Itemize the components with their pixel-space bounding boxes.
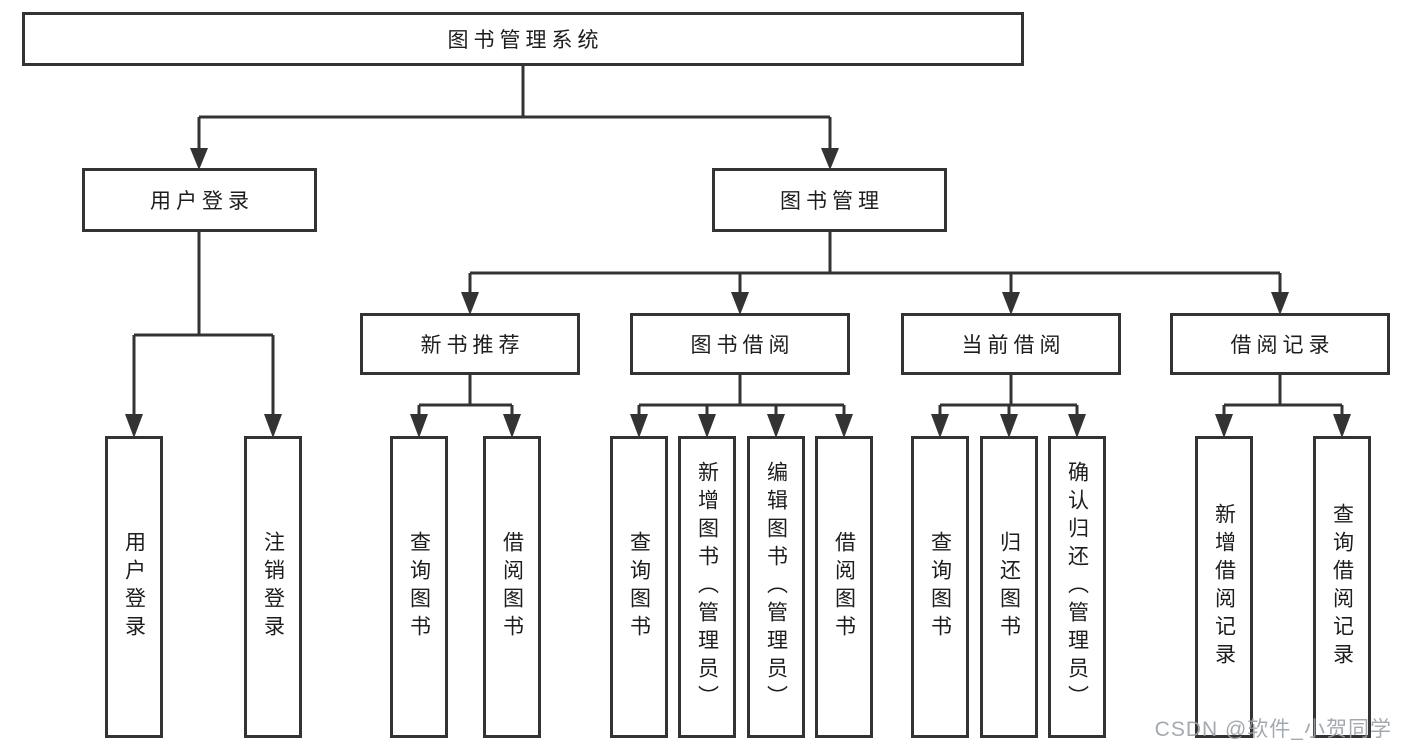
leaf-label: 查询图书 xyxy=(627,531,651,643)
arrowhead xyxy=(698,414,716,438)
arrowhead xyxy=(1215,414,1233,438)
leaf-label: 编辑图书（管理员） xyxy=(764,461,788,713)
node-label: 图书借阅 xyxy=(690,334,795,357)
arrowhead xyxy=(1002,292,1020,315)
node-label: 用户登录 xyxy=(150,190,254,213)
arrowhead xyxy=(1271,292,1289,315)
connector-user-login-children xyxy=(125,232,282,438)
leaf-label: 新增借阅记录 xyxy=(1212,503,1236,671)
csdn-watermark: CSDN @软件_小贺同学 xyxy=(1154,718,1392,741)
arrowhead xyxy=(767,414,785,438)
node-label: 新书推荐 xyxy=(420,334,525,357)
leaf-label: 查询图书 xyxy=(407,531,431,643)
node-label: 当前借阅 xyxy=(961,334,1066,357)
arrowhead xyxy=(190,148,208,170)
node-book-borrowing: 图书借阅 xyxy=(630,313,850,375)
arrowhead xyxy=(1068,414,1086,438)
leaf-user-login: 用户登录 xyxy=(105,436,163,738)
leaf-query-borrow-record: 查询借阅记录 xyxy=(1313,436,1371,738)
node-current-borrowing: 当前借阅 xyxy=(901,313,1121,375)
arrowhead xyxy=(264,414,282,438)
leaf-borrow-books: 借阅图书 xyxy=(815,436,873,738)
connector-book-management-children xyxy=(461,232,1289,315)
leaf-label: 查询借阅记录 xyxy=(1330,503,1354,671)
leaf-query-books-recommend: 查询图书 xyxy=(390,436,448,738)
connector-book-borrow-children xyxy=(630,375,853,438)
node-label: 图书管理 xyxy=(780,190,884,213)
arrowhead xyxy=(503,414,521,438)
leaf-add-borrow-record: 新增借阅记录 xyxy=(1195,436,1253,738)
node-user-login: 用户登录 xyxy=(82,168,317,232)
leaf-label: 注销登录 xyxy=(261,531,285,643)
leaf-label: 用户登录 xyxy=(122,531,146,643)
node-new-book-recommendation: 新书推荐 xyxy=(360,313,580,375)
arrowhead xyxy=(1000,414,1018,438)
arrowhead xyxy=(1333,414,1351,438)
leaf-label: 借阅图书 xyxy=(500,531,524,643)
arrowhead xyxy=(931,414,949,438)
node-label: 借阅记录 xyxy=(1230,334,1335,357)
arrowhead xyxy=(835,414,853,438)
leaf-label: 新增图书（管理员） xyxy=(695,461,719,713)
connector-borrow-record-children xyxy=(1215,375,1351,438)
leaf-label: 归还图书 xyxy=(997,531,1021,643)
leaf-borrow-books-recommend: 借阅图书 xyxy=(483,436,541,738)
arrowhead xyxy=(731,292,749,315)
connector-current-borrow-children xyxy=(931,375,1086,438)
arrowhead xyxy=(461,292,479,315)
leaf-return-books: 归还图书 xyxy=(980,436,1038,738)
node-label: 图书管理系统 xyxy=(447,29,604,52)
arrowhead xyxy=(630,414,648,438)
leaf-add-books-admin: 新增图书（管理员） xyxy=(678,436,736,738)
connector-new-book-children xyxy=(410,375,521,438)
arrowhead xyxy=(410,414,428,438)
leaf-label: 确认归还（管理员） xyxy=(1065,461,1089,713)
leaf-edit-books-admin: 编辑图书（管理员） xyxy=(747,436,805,738)
node-library-management-system: 图书管理系统 xyxy=(22,12,1024,66)
arrowhead xyxy=(821,148,839,170)
leaf-confirm-return-admin: 确认归还（管理员） xyxy=(1048,436,1106,738)
arrowhead xyxy=(125,414,143,438)
connector-root-to-level2 xyxy=(190,66,839,170)
leaf-query-books-current: 查询图书 xyxy=(911,436,969,738)
leaf-logout: 注销登录 xyxy=(244,436,302,738)
leaf-query-books-borrow: 查询图书 xyxy=(610,436,668,738)
leaf-label: 查询图书 xyxy=(928,531,952,643)
node-book-management: 图书管理 xyxy=(712,168,947,232)
leaf-label: 借阅图书 xyxy=(832,531,856,643)
node-borrowing-records: 借阅记录 xyxy=(1170,313,1390,375)
